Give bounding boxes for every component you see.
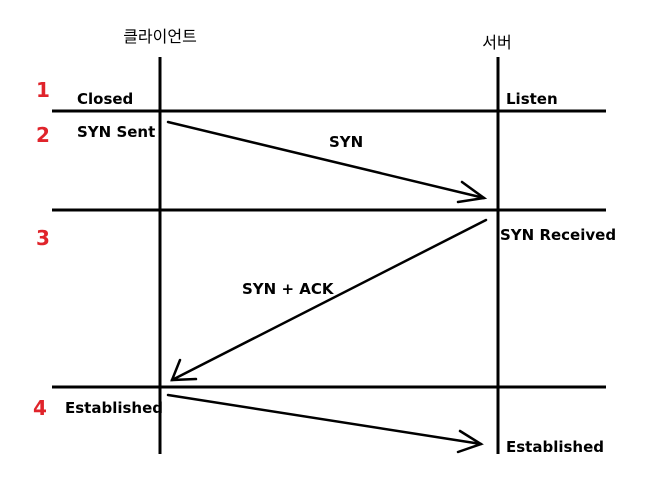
syn-arrow (166, 120, 488, 204)
syn-ack-message-label: SYN + ACK (242, 280, 335, 298)
step-number-3: 3 (36, 226, 50, 250)
ack-arrow (166, 393, 484, 454)
client-state-syn-sent: SYN Sent (77, 123, 155, 141)
syn-ack-arrow (170, 218, 488, 382)
step-number-1: 1 (36, 78, 50, 102)
server-state-syn-received: SYN Received (500, 226, 616, 244)
client-state-established: Established (65, 399, 163, 417)
server-state-established: Established (506, 438, 604, 456)
step-number-4: 4 (33, 396, 47, 420)
server-state-listen: Listen (506, 90, 558, 108)
step-number-2: 2 (36, 123, 50, 147)
server-header: 서버 (482, 33, 511, 52)
client-state-closed: Closed (77, 90, 133, 108)
client-header: 클라이언트 (123, 27, 197, 46)
syn-message-label: SYN (329, 133, 363, 151)
